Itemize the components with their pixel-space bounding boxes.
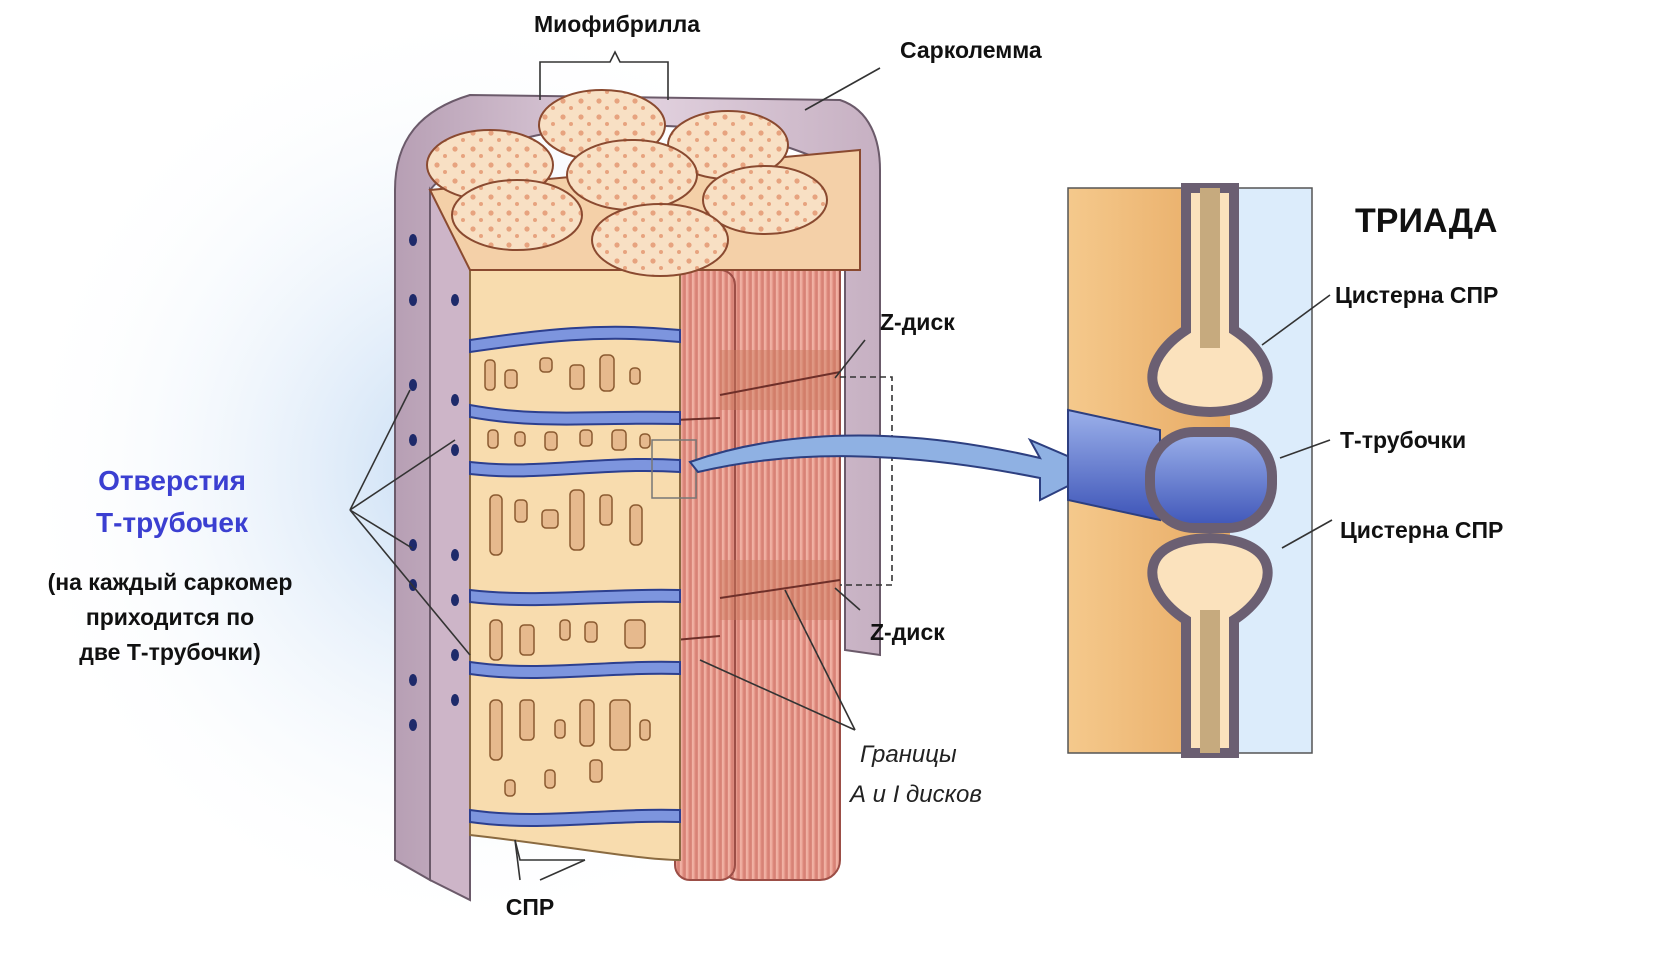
spr-label: СПР xyxy=(506,894,554,920)
z-disc-bottom-label: Z-диск xyxy=(870,619,945,645)
sarcoplasmic-reticulum xyxy=(470,265,680,860)
note-line-3: две Т-трубочки) xyxy=(79,639,260,665)
triad-panel xyxy=(1068,188,1312,753)
note-line-1: (на каждый саркомер xyxy=(48,569,293,595)
myofibril-label: Миофибрилла xyxy=(534,11,700,37)
ab-boundaries-label-1: Границы xyxy=(860,741,957,768)
note-line-2: приходится по xyxy=(86,604,254,630)
striated-myofibrils xyxy=(675,220,840,880)
cistern-bottom-label: Цистерна СПР xyxy=(1340,517,1503,543)
t-tubule-openings-label-1: Отверстия xyxy=(98,465,246,496)
z-disc-top-label: Z-диск xyxy=(880,309,955,335)
triad-title: ТРИАДА xyxy=(1355,202,1497,240)
ab-boundaries-label-2: А и I дисков xyxy=(848,781,982,808)
sarcolemma-label: Сарколемма xyxy=(900,37,1042,63)
t-tubule-openings-label-2: Т-трубочек xyxy=(96,507,249,538)
t-tubules-label: Т-трубочки xyxy=(1340,427,1466,453)
cistern-top-label: Цистерна СПР xyxy=(1335,282,1498,308)
